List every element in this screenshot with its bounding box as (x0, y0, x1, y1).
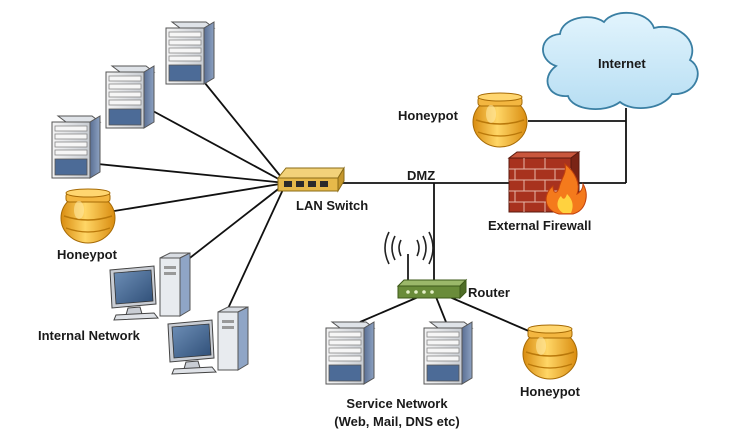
honeypot-icon (60, 188, 116, 244)
switch-icon (276, 166, 345, 193)
cloud-icon (542, 11, 699, 110)
honeypot-icon (522, 324, 578, 380)
link-switch-honeypot (107, 182, 287, 213)
honeypot-icon (472, 92, 528, 148)
link-router-honeypot (437, 291, 546, 339)
wifi-signal-icon (384, 231, 434, 265)
link-switch-desktop-2 (224, 182, 287, 316)
internal-network-label: Internal Network (38, 328, 140, 343)
server-icon (105, 65, 155, 129)
server-icon (165, 21, 215, 85)
router-icon (396, 254, 468, 300)
link-switch-server-3 (87, 162, 287, 184)
external-firewall-label: External Firewall (488, 218, 592, 233)
service-network-sublabel: (Web, Mail, DNS etc) (334, 414, 460, 429)
service-network-label: Service Network (346, 396, 448, 411)
internet-label: Internet (598, 56, 646, 71)
desktop-computer-icon (109, 252, 191, 321)
server-icon (325, 321, 375, 385)
link-switch-server-1 (195, 71, 287, 184)
server-icon (423, 321, 473, 385)
router-label: Router (468, 285, 510, 300)
desktop-computer-icon (167, 306, 249, 375)
lan-switch-label: LAN Switch (296, 198, 369, 213)
dmz-label: DMZ (407, 168, 436, 183)
honeypot-bottom-label: Honeypot (520, 384, 580, 399)
server-icon (51, 115, 101, 179)
honeypot-top-label: Honeypot (398, 108, 458, 123)
firewall-icon (507, 151, 587, 215)
honeypot-left-label: Honeypot (57, 247, 117, 262)
link-switch-server-2 (139, 103, 287, 184)
